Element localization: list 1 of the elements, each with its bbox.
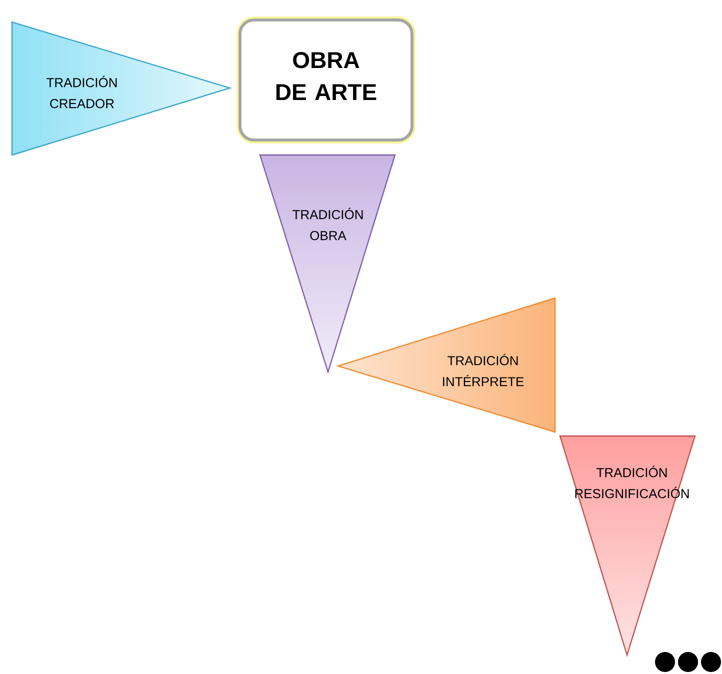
rounded-box: OBRA DE ARTE	[236, 16, 416, 144]
